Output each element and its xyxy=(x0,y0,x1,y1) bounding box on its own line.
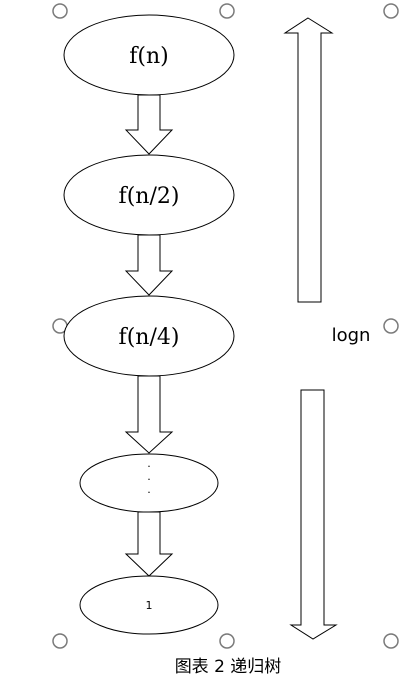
selection-handle-top-left[interactable] xyxy=(52,3,68,19)
side-arrow-down xyxy=(289,389,338,640)
down-arrow-4 xyxy=(124,511,174,577)
node-label-fn2: f(n/2) xyxy=(119,184,180,209)
node-label-one: 1 xyxy=(146,599,153,612)
down-arrow-2 xyxy=(124,234,174,296)
figure-caption: 图表 2 递归树 xyxy=(174,657,282,677)
selection-handle-top-right[interactable] xyxy=(383,3,399,19)
selection-handle-bottom-left[interactable] xyxy=(52,633,68,649)
node-label-fn: f(n) xyxy=(129,44,168,69)
node-label-fn4: f(n/4) xyxy=(119,325,180,350)
selection-handle-bottom-right[interactable] xyxy=(383,633,399,649)
down-arrow-3 xyxy=(124,375,174,454)
height-label: logn xyxy=(332,325,371,346)
side-arrow-up xyxy=(283,17,334,303)
selection-handle-bottom-center[interactable] xyxy=(219,633,235,649)
node-label-dots: ··· xyxy=(147,460,151,499)
selection-handle-middle-right[interactable] xyxy=(383,318,399,334)
down-arrow-1 xyxy=(124,94,174,155)
selection-handle-top-center[interactable] xyxy=(219,3,235,19)
